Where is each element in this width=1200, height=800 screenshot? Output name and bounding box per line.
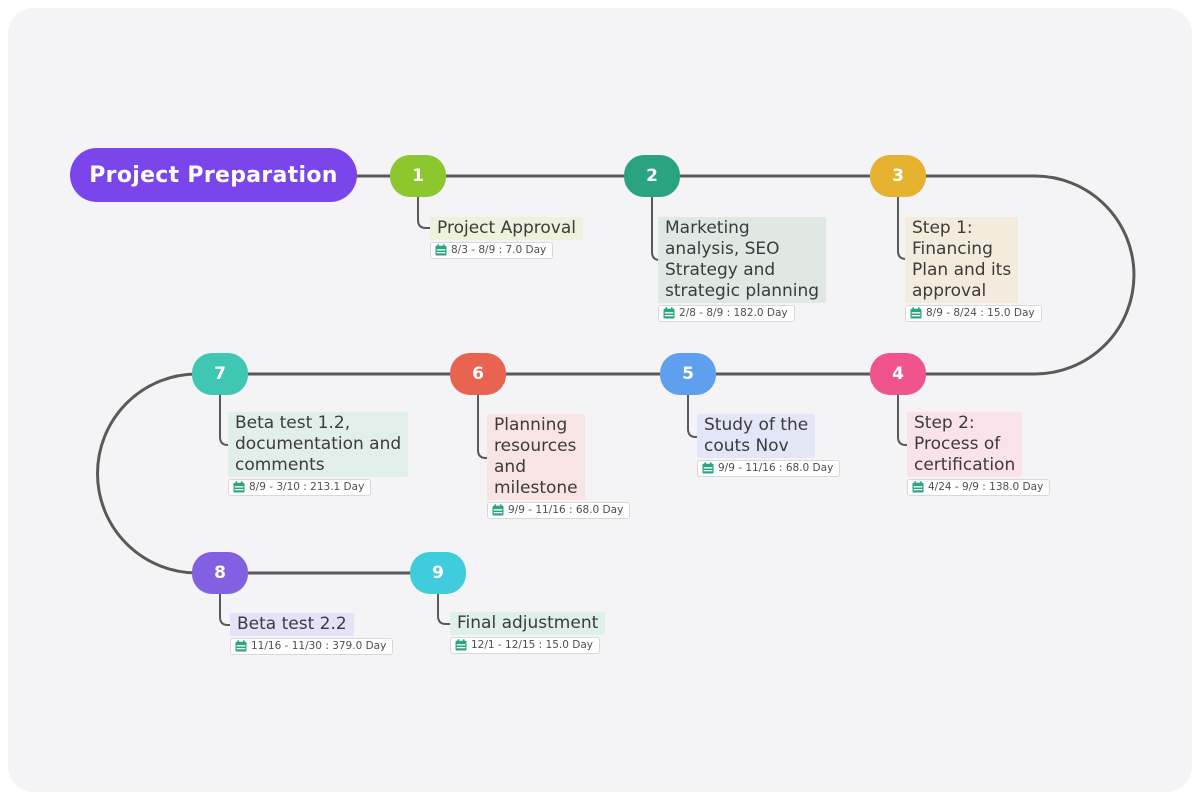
- calendar-icon: [233, 481, 245, 493]
- calendar-icon: [702, 462, 714, 474]
- elbow-node-7: [219, 394, 235, 446]
- milestone-node-2[interactable]: 2: [624, 155, 680, 197]
- date-badge-1[interactable]: 8/3 - 8/9 : 7.0 Day: [430, 242, 554, 259]
- date-text-3: 8/9 - 8/24 : 15.0 Day: [926, 307, 1035, 319]
- calendar-icon: [663, 307, 675, 319]
- label-group-8: Beta test 2.2 11/16 - 11/30 : 379.0 Day: [230, 613, 394, 656]
- date-badge-9[interactable]: 12/1 - 12/15 : 15.0 Day: [450, 637, 600, 654]
- calendar-icon: [435, 244, 447, 256]
- milestone-node-5[interactable]: 5: [660, 353, 716, 395]
- label-group-3: Step 1: Financing Plan and its approval …: [905, 217, 1042, 323]
- calendar-icon: [912, 481, 924, 493]
- date-badge-4[interactable]: 4/24 - 9/9 : 138.0 Day: [907, 479, 1051, 496]
- main-timeline-wire: [96, 174, 1136, 575]
- milestone-node-8[interactable]: 8: [192, 552, 248, 594]
- milestone-node-3[interactable]: 3: [870, 155, 926, 197]
- calendar-icon: [235, 640, 247, 652]
- root-topic[interactable]: Project Preparation: [70, 148, 357, 202]
- date-text-2: 2/8 - 8/9 : 182.0 Day: [679, 307, 788, 319]
- topic-text-3[interactable]: Step 1: Financing Plan and its approval: [905, 217, 1019, 303]
- elbow-node-6: [477, 394, 495, 459]
- date-badge-8[interactable]: 11/16 - 11/30 : 379.0 Day: [230, 638, 394, 655]
- calendar-icon: [492, 504, 504, 516]
- date-text-4: 4/24 - 9/9 : 138.0 Day: [928, 481, 1044, 493]
- topic-text-4[interactable]: Step 2: Process of certification: [907, 412, 1023, 477]
- date-text-8: 11/16 - 11/30 : 379.0 Day: [251, 640, 387, 652]
- label-group-9: Final adjustment 12/1 - 12/15 : 15.0 Day: [450, 612, 606, 655]
- topic-text-1[interactable]: Project Approval: [430, 217, 583, 240]
- date-badge-2[interactable]: 2/8 - 8/9 : 182.0 Day: [658, 305, 795, 322]
- label-group-7: Beta test 1.2, documentation and comment…: [228, 412, 409, 497]
- elbow-node-9: [437, 593, 456, 625]
- milestone-node-4[interactable]: 4: [870, 353, 926, 395]
- date-text-7: 8/9 - 3/10 : 213.1 Day: [249, 481, 365, 493]
- calendar-icon: [910, 307, 922, 319]
- date-badge-6[interactable]: 9/9 - 11/16 : 68.0 Day: [487, 502, 631, 519]
- elbow-node-4: [897, 394, 915, 446]
- label-group-1: Project Approval 8/3 - 8/9 : 7.0 Day: [430, 217, 583, 260]
- elbow-node-8: [219, 593, 237, 626]
- topic-text-6[interactable]: Planning resources and milestone: [487, 414, 585, 500]
- date-text-6: 9/9 - 11/16 : 68.0 Day: [508, 504, 624, 516]
- date-text-9: 12/1 - 12/15 : 15.0 Day: [471, 639, 593, 651]
- elbow-node-1: [417, 196, 433, 229]
- date-text-1: 8/3 - 8/9 : 7.0 Day: [451, 244, 547, 256]
- milestone-node-1[interactable]: 1: [390, 155, 446, 197]
- label-group-4: Step 2: Process of certification 4/24 - …: [907, 412, 1051, 497]
- label-group-5: Study of the couts Nov 9/9 - 11/16 : 68.…: [697, 414, 841, 478]
- label-group-2: Marketing analysis, SEO Strategy and str…: [658, 217, 827, 323]
- topic-text-8[interactable]: Beta test 2.2: [230, 613, 354, 636]
- date-badge-7[interactable]: 8/9 - 3/10 : 213.1 Day: [228, 479, 372, 496]
- topic-text-9[interactable]: Final adjustment: [450, 612, 606, 635]
- milestone-node-6[interactable]: 6: [450, 353, 506, 395]
- topic-text-2[interactable]: Marketing analysis, SEO Strategy and str…: [658, 217, 827, 303]
- elbow-node-5: [687, 394, 705, 438]
- topic-text-5[interactable]: Study of the couts Nov: [697, 414, 816, 458]
- date-text-5: 9/9 - 11/16 : 68.0 Day: [718, 462, 834, 474]
- calendar-icon: [455, 639, 467, 651]
- canvas-background: [8, 8, 1192, 792]
- date-badge-5[interactable]: 9/9 - 11/16 : 68.0 Day: [697, 460, 841, 477]
- milestone-node-9[interactable]: 9: [410, 552, 466, 594]
- label-group-6: Planning resources and milestone 9/9 - 1…: [487, 414, 631, 520]
- topic-text-7[interactable]: Beta test 1.2, documentation and comment…: [228, 412, 409, 477]
- date-badge-3[interactable]: 8/9 - 8/24 : 15.0 Day: [905, 305, 1042, 322]
- milestone-node-7[interactable]: 7: [192, 353, 248, 395]
